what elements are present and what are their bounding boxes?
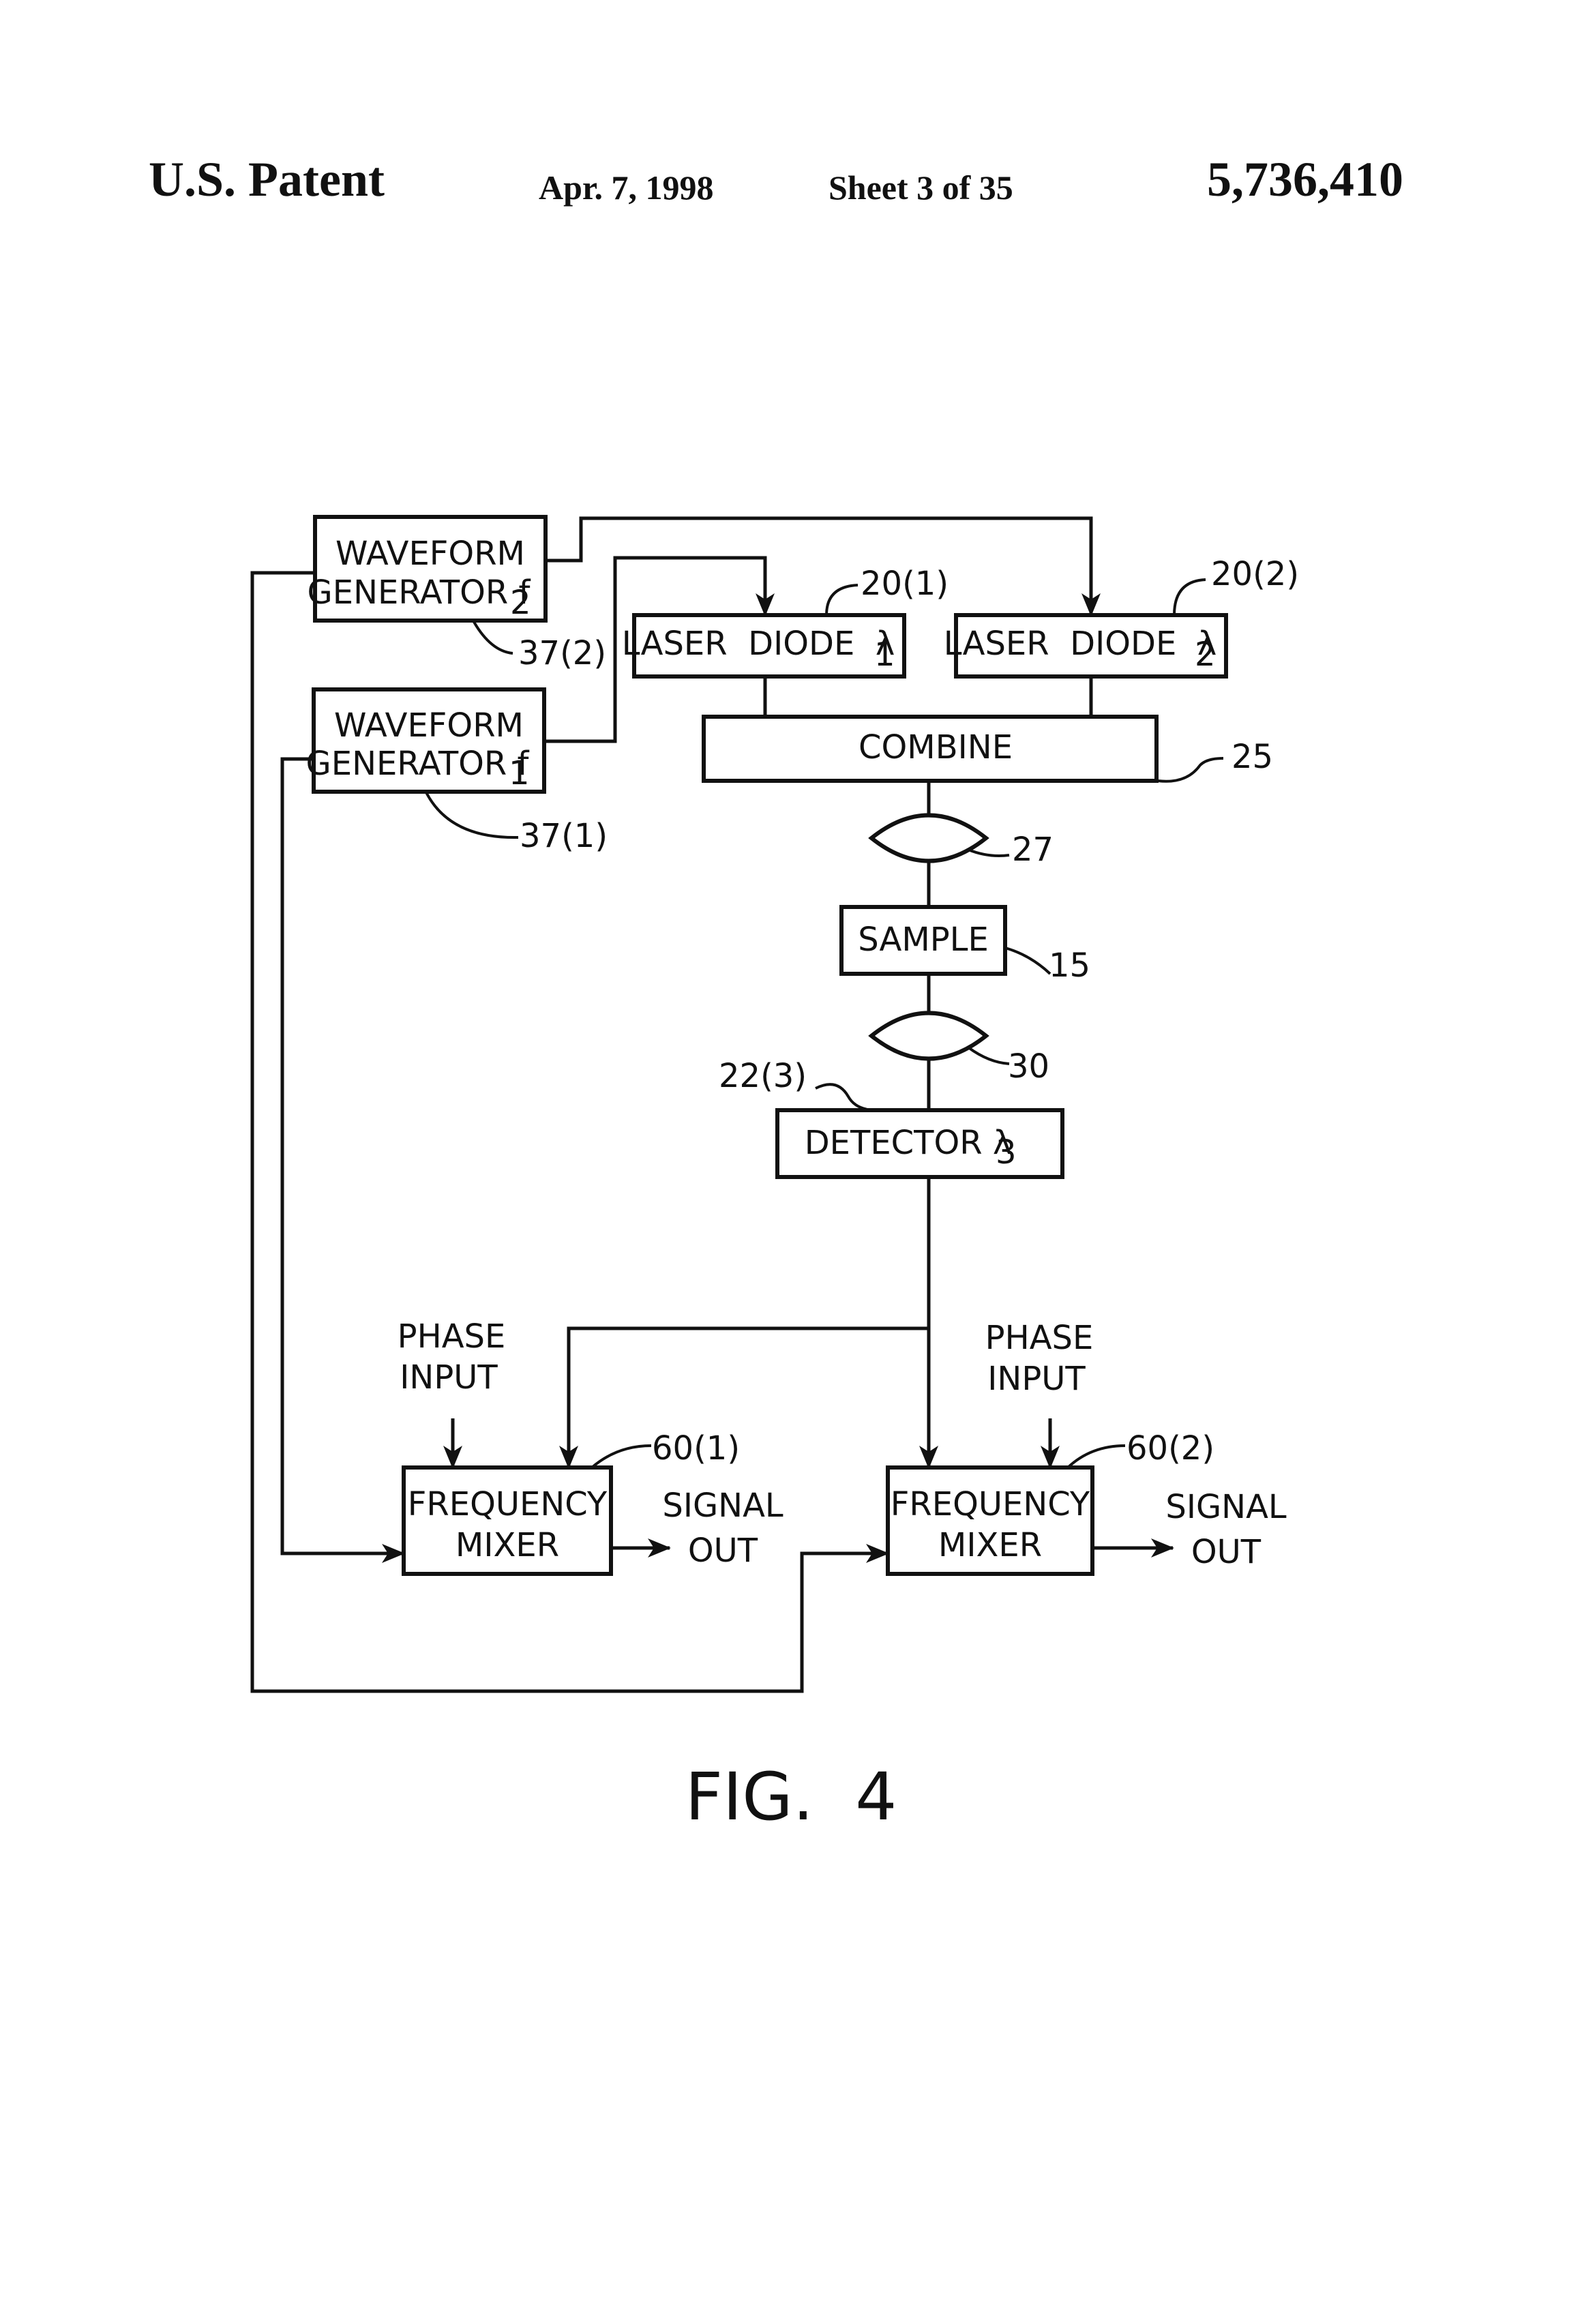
ld1-label: LASER DIODE λ (622, 625, 895, 663)
sample-label: SAMPLE (858, 921, 989, 959)
wg2-label-line1: WAVEFORM (335, 535, 525, 573)
wg1-label-line2: GENERATOR f (306, 745, 530, 783)
ref-30: 30 (1008, 1047, 1049, 1086)
lens-27 (871, 816, 986, 861)
leader-20-2 (1174, 580, 1206, 615)
leader-30 (968, 1047, 1009, 1064)
fm2-label-line1: FREQUENCY (891, 1485, 1090, 1523)
signal-out-2-line1: SIGNAL (1165, 1488, 1287, 1526)
leader-37-1 (426, 792, 518, 837)
figure-label: FIG. 4 (685, 1759, 897, 1835)
phase-input-1-line1: PHASE (398, 1317, 506, 1356)
ref-20-1: 20(1) (861, 565, 949, 603)
leader-60-1 (592, 1446, 651, 1468)
leader-37-2 (474, 622, 513, 653)
signal-out-2-line2: OUT (1191, 1533, 1262, 1571)
leader-27 (968, 850, 1009, 856)
wg1-label-line1: WAVEFORM (334, 706, 524, 745)
wire-detector-to-fm1 (569, 1328, 929, 1468)
leader-22-3 (816, 1084, 873, 1110)
leader-20-1 (826, 585, 858, 615)
ref-37-2: 37(2) (518, 634, 606, 672)
detector-label: DETECTOR λ (805, 1124, 1013, 1162)
leader-60-2 (1068, 1446, 1125, 1468)
fm2-label-line2: MIXER (938, 1526, 1042, 1564)
fm1-label-line2: MIXER (456, 1526, 559, 1564)
ref-27: 27 (1012, 831, 1054, 869)
ld1-label-subscript: 1 (874, 636, 895, 674)
lens-30 (871, 1013, 986, 1059)
combine-label: COMBINE (859, 728, 1013, 766)
wg1-label-subscript: 1 (509, 754, 530, 792)
wire-wg2-to-ld2 (546, 518, 1091, 615)
leader-25 (1158, 758, 1223, 781)
phase-input-2-line1: PHASE (985, 1319, 1094, 1357)
ref-60-2: 60(2) (1126, 1429, 1214, 1468)
ld2-label: LASER DIODE λ (944, 625, 1217, 663)
detector-label-subscript: 3 (996, 1133, 1017, 1172)
phase-input-2-line2: INPUT (987, 1360, 1086, 1398)
wire-wg1-to-fm1 (282, 759, 404, 1553)
ref-22-3: 22(3) (719, 1057, 807, 1095)
ld2-label-subscript: 2 (1195, 636, 1216, 674)
wg2-label-subscript: 2 (510, 584, 531, 622)
wg2-label-line2: GENERATOR f (308, 573, 531, 612)
signal-out-1-line1: SIGNAL (662, 1487, 783, 1525)
ref-20-2: 20(2) (1211, 555, 1299, 593)
fm1-label-line1: FREQUENCY (408, 1485, 608, 1523)
ref-25: 25 (1232, 738, 1273, 776)
signal-out-1-line2: OUT (688, 1532, 758, 1570)
ref-37-1: 37(1) (520, 817, 608, 855)
leader-15 (1005, 948, 1050, 974)
phase-input-1-line2: INPUT (400, 1358, 498, 1397)
ref-15: 15 (1049, 947, 1090, 985)
ref-60-1: 60(1) (652, 1429, 740, 1468)
